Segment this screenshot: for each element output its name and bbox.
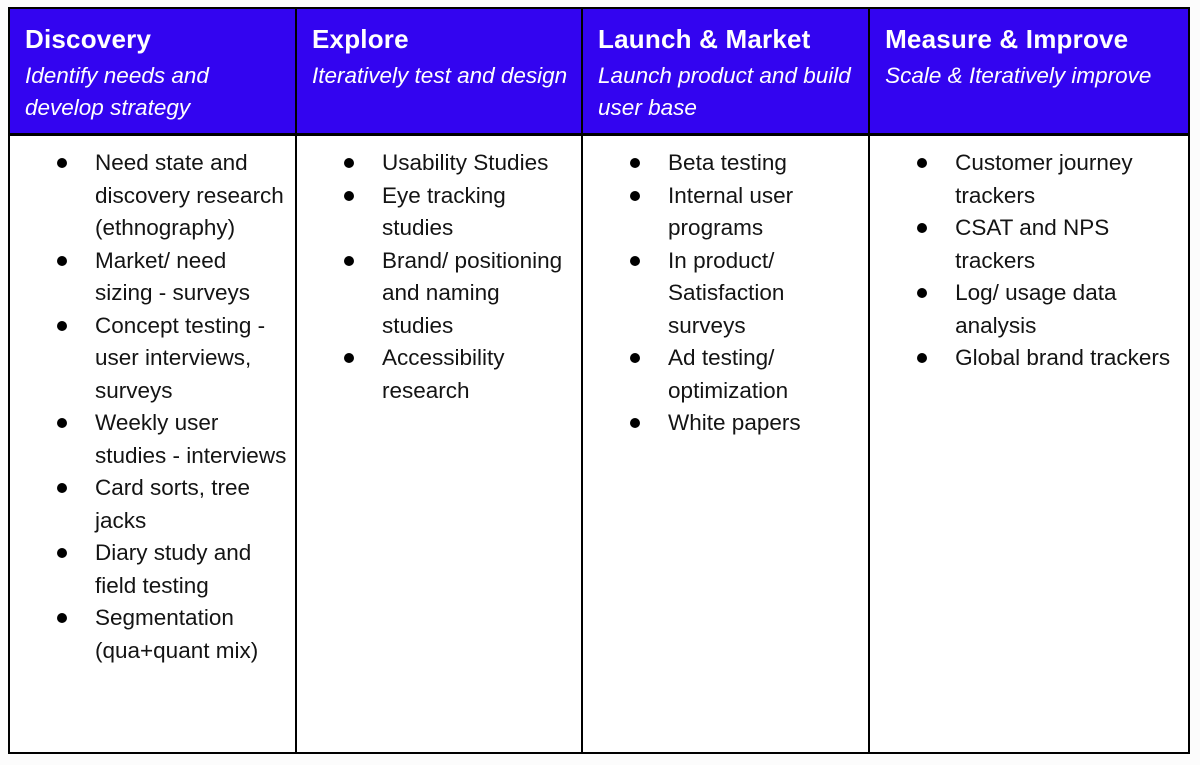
column-title: Discovery <box>25 24 152 54</box>
research-methods-table: Discovery Identify needs and develop str… <box>8 7 1190 754</box>
list-item-text: Ad testing/ optimization <box>668 345 789 403</box>
column-header-discovery: Discovery Identify needs and develop str… <box>10 9 296 136</box>
column-header-explore: Explore Iteratively test and design <box>297 9 582 136</box>
list-item-text: Brand/ positioning and naming studies <box>382 247 563 338</box>
bullet-icon <box>344 190 355 201</box>
bullet-icon <box>917 353 928 363</box>
bullet-icon <box>57 158 67 168</box>
bullet-icon <box>57 613 67 623</box>
list-item-text: Card sorts, tree jacks <box>95 475 251 533</box>
list-item-text: CSAT and NPS trackers <box>955 215 1110 273</box>
list-item: Weekly user studies - interviews <box>10 407 289 472</box>
list-item: Brand/ positioning and naming studies <box>297 245 575 343</box>
bullet-icon <box>630 158 641 168</box>
bullet-icon <box>57 548 67 558</box>
list-item-text: Market/ need sizing - surveys <box>95 247 251 306</box>
list-item-text: Global brand trackers <box>955 345 1171 370</box>
list-item: Need state and discovery research (ethno… <box>10 147 289 245</box>
list-item: Customer journey trackers <box>870 147 1182 212</box>
list-item-text: Need state and discovery research (ethno… <box>95 150 284 240</box>
list-item: Diary study and field testing <box>10 537 289 602</box>
list-item-text: Beta testing <box>668 150 787 175</box>
list-item-text: Eye tracking studies <box>382 182 506 241</box>
list-item-text: Accessibility research <box>382 345 505 403</box>
list-item: Card sorts, tree jacks <box>10 472 289 537</box>
list-item: In product/ Satisfaction surveys <box>583 245 862 343</box>
list-item: Global brand trackers <box>870 342 1182 375</box>
column-subtitle: Identify needs and develop strategy <box>25 63 209 121</box>
bullet-icon <box>57 320 67 331</box>
list-item-text: Log/ usage data analysis <box>955 280 1117 338</box>
bullet-icon <box>917 288 928 298</box>
column-header-launch-market: Launch & Market Launch product and build… <box>583 9 869 136</box>
list-item-text: Customer journey trackers <box>955 150 1133 208</box>
list-item: Accessibility research <box>297 342 575 407</box>
bullet-icon <box>630 190 641 201</box>
bullet-icon <box>344 158 355 168</box>
list-item: Segmentation (qua+quant mix) <box>10 602 289 667</box>
list-item: Market/ need sizing - surveys <box>10 245 289 310</box>
bullet-icon <box>344 353 355 363</box>
bullet-icon <box>344 255 355 266</box>
list-item-text: Segmentation (qua+quant mix) <box>95 605 259 663</box>
bullet-icon <box>57 255 67 266</box>
list-item-text: Usability Studies <box>382 150 549 175</box>
column-launch-market: Launch & Market Launch product and build… <box>583 9 871 752</box>
bullet-icon <box>630 353 641 363</box>
list-item: Beta testing <box>583 147 862 180</box>
table-grid: Discovery Identify needs and develop str… <box>10 9 1188 752</box>
column-subtitle: Launch product and build user base <box>598 63 851 121</box>
bullet-icon <box>57 418 67 428</box>
bullet-icon <box>917 223 928 233</box>
column-subtitle: Scale & Iteratively improve <box>885 63 1152 89</box>
list-item: White papers <box>583 407 862 440</box>
column-explore: Explore Iteratively test and design Usab… <box>297 9 584 752</box>
bullet-icon <box>917 158 928 168</box>
column-body: Need state and discovery research (ethno… <box>10 136 295 752</box>
column-header-measure-improve: Measure & Improve Scale & Iteratively im… <box>870 9 1188 136</box>
list-item: Usability Studies <box>297 147 575 180</box>
column-title: Explore <box>312 24 409 54</box>
list-item-text: White papers <box>668 410 801 435</box>
bullet-icon <box>630 418 641 428</box>
list-item-text: Weekly user studies - interviews <box>95 410 287 468</box>
column-title: Launch & Market <box>598 24 811 54</box>
column-discovery: Discovery Identify needs and develop str… <box>10 9 298 752</box>
column-measure-improve: Measure & Improve Scale & Iteratively im… <box>870 9 1188 752</box>
bullet-icon <box>57 483 67 493</box>
list-item-text: Diary study and field testing <box>95 540 252 598</box>
column-title: Measure & Improve <box>885 24 1129 54</box>
list-item: Eye tracking studies <box>297 180 575 245</box>
method-list: Need state and discovery research (ethno… <box>10 147 289 667</box>
list-item: Internal user programs <box>583 180 862 245</box>
list-item-text: In product/ Satisfaction surveys <box>668 247 785 338</box>
list-item: Ad testing/ optimization <box>583 342 862 407</box>
bullet-icon <box>630 255 641 266</box>
list-item-text: Concept testing - user interviews, surve… <box>95 312 266 403</box>
column-subtitle: Iteratively test and design <box>312 63 568 89</box>
list-item-text: Internal user programs <box>668 182 794 241</box>
list-item: Concept testing - user interviews, surve… <box>10 310 289 408</box>
list-item: Log/ usage data analysis <box>870 277 1182 342</box>
list-item: CSAT and NPS trackers <box>870 212 1182 277</box>
